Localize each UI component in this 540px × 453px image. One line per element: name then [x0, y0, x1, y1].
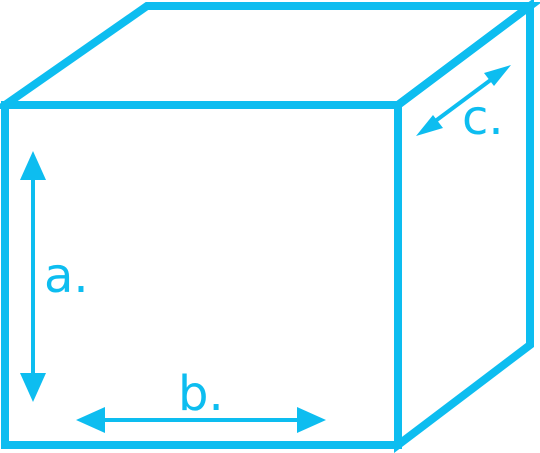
dimension-c-label: c. [462, 90, 504, 146]
right-face [394, 0, 534, 453]
dimension-a-arrow [20, 151, 46, 402]
dimension-b-label: b. [178, 366, 224, 422]
dimension-a-label: a. [44, 248, 89, 304]
dimension-b-arrow [76, 407, 326, 433]
top-face [0, 1, 540, 109]
dimension-c-arrow [416, 65, 511, 136]
